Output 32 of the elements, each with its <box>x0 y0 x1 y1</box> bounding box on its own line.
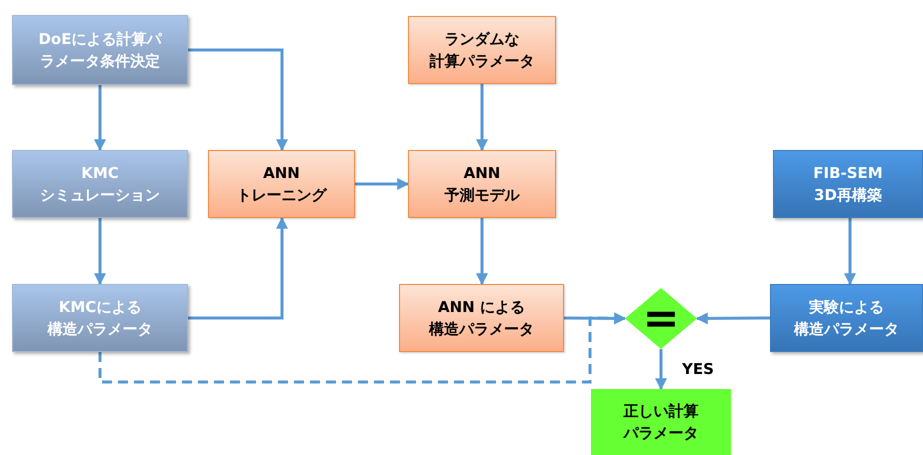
process-box <box>773 150 923 218</box>
process-box <box>591 389 731 455</box>
node-text: ランダムな計算パラメータ <box>430 28 534 72</box>
dashed-arrow <box>98 312 626 384</box>
process-box <box>770 284 923 352</box>
process-box <box>408 150 556 218</box>
process-box <box>12 284 188 352</box>
node-text: KMCによる構造パラメータ <box>48 296 152 340</box>
arrow <box>188 216 288 320</box>
arrow <box>188 48 288 152</box>
equals-sign: = <box>642 296 680 340</box>
process-box <box>12 150 188 218</box>
node-text: ANN による構造パラメータ <box>429 296 534 340</box>
node-text: ANN トレーニング <box>236 162 326 206</box>
node-text: ANN 予測モデル <box>444 162 520 206</box>
node-text: KMC シミュレーション <box>40 162 160 206</box>
node-text: 実験による構造パラメータ <box>794 296 899 340</box>
arrow <box>696 312 770 324</box>
arrow <box>94 218 106 286</box>
node-text: DoEによる計算パラメータ条件決定 <box>38 28 162 72</box>
arrow <box>844 218 856 286</box>
node-text: 正しい計算パラメータ <box>624 400 698 444</box>
process-box <box>408 16 556 84</box>
process-box <box>12 15 188 85</box>
arrow <box>655 349 667 390</box>
arrow <box>476 218 488 286</box>
arrow <box>476 84 488 152</box>
arrow <box>94 85 106 152</box>
arrow <box>355 178 410 190</box>
process-box <box>399 284 564 352</box>
process-box <box>208 150 355 218</box>
node-text: FIB-SEM 3D再構築 <box>813 162 883 206</box>
